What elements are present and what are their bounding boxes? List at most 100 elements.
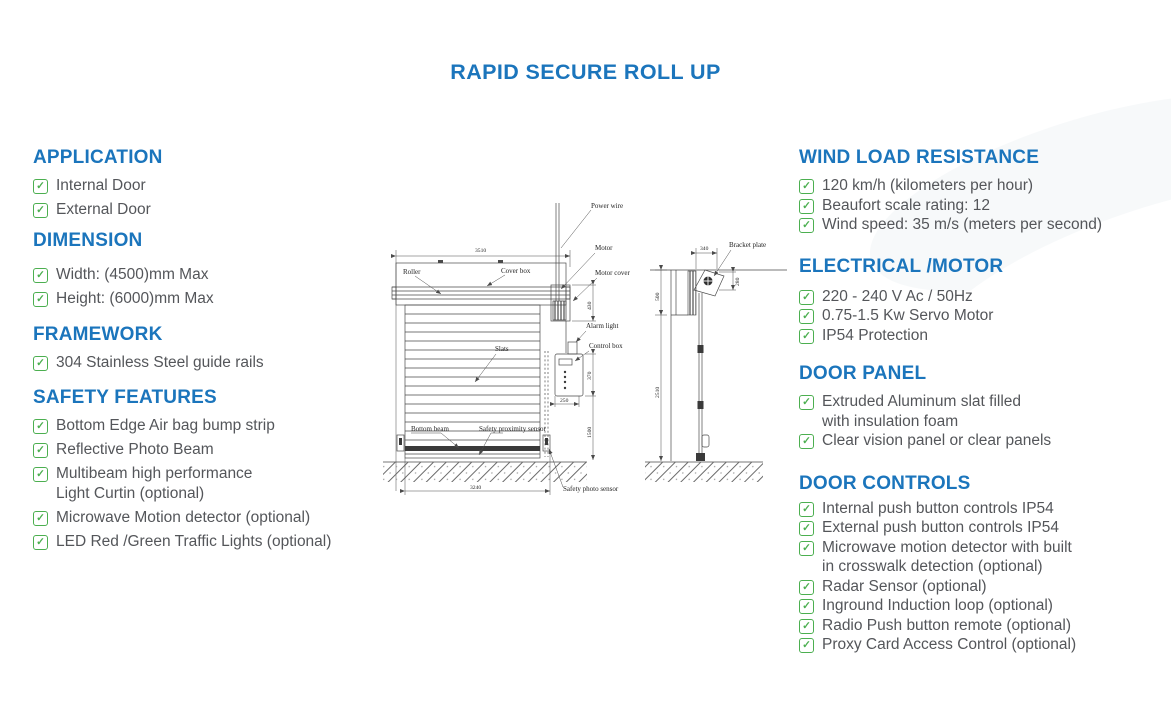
front-view: 3510 Power wire Roller Cover box [383,202,630,495]
section-door-controls: DOOR CONTROLS ✓ Internal push button con… [799,473,1167,655]
dim-width-bottom: 3240 [470,485,481,491]
check-icon: ✓ [33,443,48,458]
section-framework: FRAMEWORK ✓ 304 Stainless Steel guide ra… [33,324,391,373]
check-icon: ✓ [33,467,48,482]
check-icon: ✓ [799,179,814,194]
spec-item: ✓ External Door [33,200,391,220]
spec-item-continuation: with insulation foam [822,412,959,430]
left-column: APPLICATION ✓ Internal Door ✓ External D… [33,147,391,556]
spec-item-text: Radar Sensor (optional) [822,577,987,595]
door-panel [404,304,541,459]
spec-item: ✓ Wind speed: 35 m/s (meters per second) [799,215,1167,235]
spec-item-text: Height: (6000)mm Max [56,290,214,307]
check-icon: ✓ [33,179,48,194]
dim-bracket-width: 340 [700,246,709,252]
check-icon: ✓ [33,356,48,371]
alarm-light [567,341,578,355]
spec-item: ✓ Beaufort scale rating: 12 [799,196,1167,216]
roll-coil [687,270,697,316]
section-heading-electrical-motor: ELECTRICAL /MOTOR [799,255,1004,277]
check-icon: ✓ [799,309,814,324]
spec-item-text: Radio Push button remote (optional) [822,616,1072,634]
section-electrical-motor: ELECTRICAL /MOTOR ✓ 220 - 240 V Ac / 50H… [799,256,1167,346]
spec-item-continuation: Light Curtin (optional) [56,485,205,502]
check-icon: ✓ [799,501,814,517]
spec-item-text: Inground Induction loop (optional) [822,597,1053,614]
spec-item: ✓ Radar Sensor (optional) [799,577,1167,597]
section-wind-load-resistance: WIND LOAD RESISTANCE ✓ 120 km/h (kilomet… [799,147,1167,235]
spec-item: ✓ Bottom Edge Air bag bump strip [33,416,391,436]
check-icon: ✓ [33,292,48,307]
bottom-beam [405,446,540,451]
check-icon: ✓ [799,218,814,233]
section-heading-door-panel: DOOR PANEL [799,363,927,384]
spec-item: ✓ Internal push button controls IP54 [799,499,1167,519]
check-icon: ✓ [799,618,814,634]
dim-motor-cover-height: 430 [587,301,593,310]
label-cover-box: Cover box [501,267,531,275]
spec-item-text: Bottom Edge Air bag bump strip [56,417,275,434]
spec-item-text: Width: (4500)mm Max [56,266,209,283]
section-application: APPLICATION ✓ Internal Door ✓ External D… [33,147,391,220]
safety-photo-sensor-right [542,434,551,452]
technical-drawing: 3510 Power wire Roller Cover box [383,202,787,495]
spec-item: ✓ Inground Induction loop (optional) [799,596,1167,616]
spec-item-text: 120 km/h (kilometers per hour) [822,177,1034,194]
motor [552,300,567,321]
check-icon: ✓ [799,289,814,305]
spec-item: ✓ Extruded Aluminum slat filled with ins… [799,392,1167,431]
check-icon: ✓ [33,535,48,550]
spec-item-text: Microwave motion detector with built [822,538,1072,556]
spec-item: ✓ Microwave motion detector with built i… [799,538,1167,577]
check-icon: ✓ [33,511,48,526]
spec-item-text: External push button controls IP54 [822,519,1059,536]
section-heading-wind-load-resistance: WIND LOAD RESISTANCE [799,147,1040,168]
check-icon: ✓ [799,434,814,449]
dim-width-top: 3510 [475,248,486,254]
spec-item: ✓ Microwave Motion detector (optional) [33,508,391,528]
section-heading-framework: FRAMEWORK [33,324,163,345]
spec-item: ✓ 0.75-1.5 Kw Servo Motor [799,306,1167,326]
spec-item-text: Microwave Motion detector (optional) [56,509,311,526]
spec-item: ✓ Proxy Card Access Control (optional) [799,635,1167,655]
page-title: RAPID SECURE ROLL UP [450,60,721,84]
spec-item-text: 220 - 240 V Ac / 50Hz [822,287,973,305]
spec-item: ✓ LED Red /Green Traffic Lights (optiona… [33,532,391,552]
check-icon: ✓ [799,521,814,536]
label-alarm-light: Alarm light [586,322,619,330]
spec-item: ✓ External push button controls IP54 [799,518,1167,538]
section-safety-features: SAFETY FEATURES ✓ Bottom Edge Air bag bu… [33,387,391,552]
spec-item-text: Clear vision panel or clear panels [822,432,1052,449]
label-control-box: Control box [589,342,623,350]
spec-item-continuation: in crosswalk detection (optional) [822,558,1043,575]
check-icon: ✓ [33,268,48,283]
section-heading-door-controls: DOOR CONTROLS [799,472,971,494]
dim-side-height: 2510 [655,387,661,398]
spec-item: ✓ Clear vision panel or clear panels [799,431,1167,451]
check-icon: ✓ [799,198,814,214]
spec-item-text: Wind speed: 35 m/s (meters per second) [822,216,1102,233]
label-bracket-plate: Bracket plate [729,241,766,249]
spec-item-text: Proxy Card Access Control (optional) [822,636,1077,653]
label-roller: Roller [403,268,421,276]
dim-sensor-height: 1500 [587,427,593,438]
spec-item-text: Reflective Photo Beam [56,441,214,458]
bracket-plate [693,269,725,297]
spec-item: ✓ Internal Door [33,176,391,196]
roller [391,286,571,300]
side-view: Bracket plate 340 280 500 2510 [645,241,787,482]
dim-control-box-height: 370 [587,371,593,380]
section-door-panel: DOOR PANEL ✓ Extruded Aluminum slat fill… [799,363,1167,451]
spec-item-text: Beaufort scale rating: 12 [822,196,991,214]
spec-item-text: Internal Door [56,177,146,194]
spec-item: ✓ IP54 Protection [799,326,1167,346]
spec-item: ✓ Radio Push button remote (optional) [799,616,1167,636]
spec-item: ✓ Height: (6000)mm Max [33,289,391,309]
motor-cover [550,284,571,322]
control-box [554,353,584,397]
spec-item-text: Extruded Aluminum slat filled [822,393,1022,410]
spec-item-text: Internal push button controls IP54 [822,499,1054,517]
ground-front [383,461,587,482]
label-safety-proximity-sensor: Safety proximity sensor [479,425,547,433]
dim-bracket-height: 280 [735,277,741,286]
